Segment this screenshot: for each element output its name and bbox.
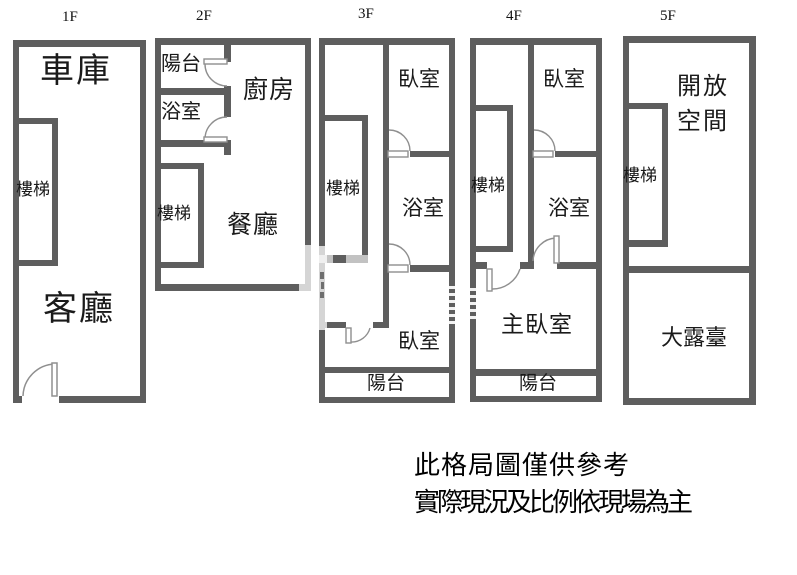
floor-title-5f: 5F	[660, 8, 676, 24]
door-3f-bedroom-bottom	[345, 327, 371, 344]
floorplan-5f-walls	[623, 36, 756, 405]
door-4f-bathroom	[532, 235, 560, 264]
watermark-artifact	[321, 282, 324, 289]
room-label-garage: 車庫	[40, 52, 112, 90]
room-label-kitchen: 廚房	[243, 76, 296, 104]
room-label-bedroom-3f-bottom: 臥室	[398, 330, 440, 353]
watermark-artifact	[320, 272, 324, 279]
room-label-open-space: 開放空間	[677, 73, 729, 135]
floorplan-4f-walls	[470, 38, 602, 402]
floorplan-1f-walls	[13, 40, 146, 403]
floor-title-2f: 2F	[196, 8, 212, 24]
floor-title-1f: 1F	[62, 9, 78, 25]
door-4f-master-bedroom	[486, 268, 521, 292]
room-label-balcony-2f: 陽台	[161, 53, 201, 75]
watermark-artifact	[466, 288, 478, 320]
door-4f-bedroom	[532, 129, 556, 158]
door-2f-balcony	[203, 58, 228, 87]
room-label-bathroom-4f: 浴室	[548, 197, 590, 220]
room-label-terrace: 大露臺	[661, 325, 728, 350]
door-2f-bathroom	[203, 116, 228, 143]
room-label-stairs-2f: 樓梯	[157, 204, 191, 223]
watermark-artifact	[320, 292, 324, 298]
room-label-dining-room: 餐廳	[227, 211, 280, 239]
room-label-bedroom-3f-top: 臥室	[398, 68, 440, 91]
watermark-artifact	[299, 245, 318, 295]
disclaimer-line-1: 此格局圖僅供參考	[414, 450, 631, 480]
room-label-stairs-1f: 樓梯	[16, 180, 50, 199]
room-label-balcony-3f: 陽台	[367, 373, 406, 394]
room-label-stairs-3f: 樓梯	[326, 179, 360, 198]
room-label-master-bedroom: 主臥室	[501, 311, 573, 337]
room-label-balcony-4f: 陽台	[519, 373, 558, 394]
door-1f-entry	[22, 362, 58, 397]
room-label-living-room: 客廳	[43, 290, 115, 328]
room-label-stairs-4f: 樓梯	[471, 176, 505, 195]
floorplan-3f-walls	[319, 38, 455, 403]
room-label-bathroom-2f: 浴室	[161, 101, 201, 123]
floor-title-4f: 4F	[506, 8, 522, 24]
disclaimer-line-2: 實際現況及比例依現場為主	[414, 487, 693, 517]
door-3f-bathroom	[387, 243, 411, 273]
floor-title-3f: 3F	[358, 6, 374, 22]
room-label-bedroom-4f: 臥室	[543, 68, 585, 91]
room-label-stairs-5f: 樓梯	[623, 166, 657, 185]
floorplan-2f-walls	[155, 38, 311, 291]
watermark-artifact	[446, 286, 458, 324]
door-3f-bedroom-top	[387, 129, 411, 158]
room-label-bathroom-3f: 浴室	[402, 197, 444, 220]
